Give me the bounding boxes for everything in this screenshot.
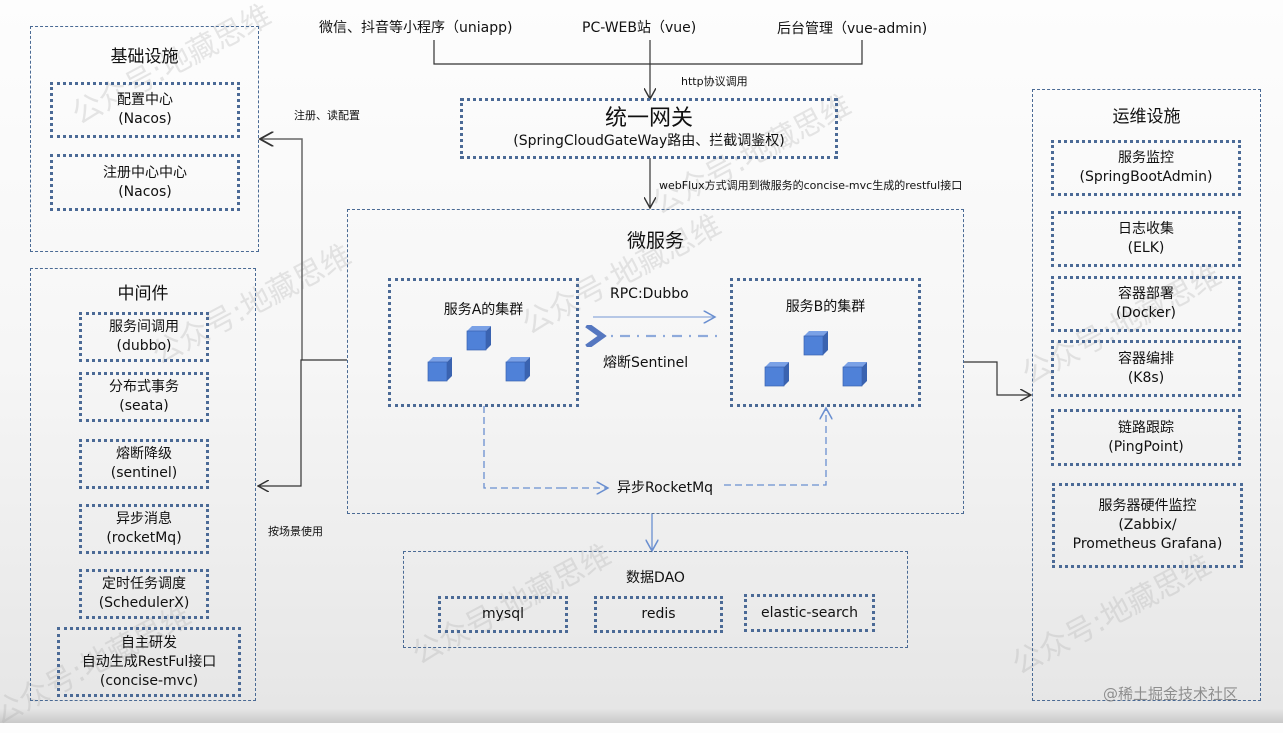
infrastructure-group: 基础设施 配置中心 (Nacos) 注册中心中心 (Nacos) <box>30 26 259 252</box>
server-cube-icon <box>427 357 452 382</box>
item-line: 自主研发 <box>121 634 177 651</box>
item-line: Prometheus Grafana) <box>1072 536 1223 552</box>
webflux-label: webFlux方式调用到微服务的concise-mvc生成的restful接口 <box>659 179 963 192</box>
server-cube-icon <box>803 331 828 356</box>
item-line: elastic-search <box>760 604 858 621</box>
footer-credit: @稀土掘金技术社区 <box>1103 685 1239 703</box>
middleware-item-schedulerx: 定时任务调度 (SchedulerX) <box>79 569 209 619</box>
item-line: 服务监控 <box>1118 150 1174 166</box>
item-line: (seata) <box>119 398 169 414</box>
rpc-label: RPC:Dubbo <box>610 286 689 302</box>
gateway-box: 统一网关 (SpringCloudGateWay路由、拦截调鉴权) <box>460 98 838 159</box>
item-line: (concise-mvc) <box>99 672 199 689</box>
micro-to-middleware-arrow <box>258 359 347 486</box>
client-admin: 后台管理（vue-admin) <box>777 21 928 37</box>
micro-to-ops-arrow <box>964 361 1031 395</box>
cluster-b-box: 服务B的集群 <box>730 278 921 407</box>
infrastructure-title: 基础设施 <box>110 47 179 67</box>
item-line: (sentinel) <box>110 465 178 481</box>
item-line: 分布式事务 <box>109 379 179 395</box>
mq-arrow-left <box>483 406 560 489</box>
ops-item-docker: 容器部署 (Docker) <box>1051 276 1241 332</box>
server-cube-icon <box>505 357 530 382</box>
server-cube-icon <box>466 326 491 351</box>
middleware-item-rocketmq: 异步消息 (rocketMq) <box>79 504 209 554</box>
item-line: (SchedulerX) <box>98 595 190 611</box>
cluster-b-title: 服务B的集群 <box>785 299 866 315</box>
ops-item-elk: 日志收集 (ELK) <box>1051 211 1241 267</box>
dao-item-redis: redis <box>594 596 723 633</box>
item-line: 服务间调用 <box>109 319 179 335</box>
item-line: (Nacos) <box>118 111 172 127</box>
item-line: 服务器硬件监控 <box>1098 498 1197 514</box>
item-line: 容器编排 <box>1118 350 1174 367</box>
middleware-item-dubbo: 服务间调用 (dubbo) <box>79 312 209 362</box>
infra-item-config-center: 配置中心 (Nacos) <box>50 82 240 138</box>
middleware-item-concise-mvc: 自主研发 自动生成RestFul接口 (concise-mvc) <box>57 627 241 697</box>
client-pc-web: PC-WEB站（vue) <box>582 20 697 36</box>
ops-item-springbootadmin: 服务监控 (SpringBootAdmin) <box>1051 140 1241 196</box>
middleware-item-sentinel: 熔断降级 (sentinel) <box>79 439 209 489</box>
item-line: mysql <box>482 606 524 622</box>
ops-item-hardware-monitor: 服务器硬件监控 (Zabbix/ Prometheus Grafana) <box>1052 483 1243 568</box>
item-line: 自动生成RestFul接口 <box>81 653 217 670</box>
gateway-title: 统一网关 <box>604 106 693 131</box>
server-cube-icon <box>764 362 789 387</box>
item-line: 熔断降级 <box>116 446 172 462</box>
micro-to-infra-arrow <box>260 139 303 360</box>
item-line: (SpringBootAdmin) <box>1079 169 1213 185</box>
item-line: (Docker) <box>1116 305 1176 321</box>
scenario-label: 按场景使用 <box>268 525 323 538</box>
item-line: (PingPoint) <box>1108 438 1184 455</box>
middleware-group: 中间件 服务间调用 (dubbo) 分布式事务 (seata) 熔断降级 (se… <box>30 268 256 701</box>
item-line: 注册中心中心 <box>103 164 187 181</box>
item-line: (Zabbix/ <box>1118 517 1177 533</box>
item-line: (K8s) <box>1127 369 1165 386</box>
item-line: redis <box>641 606 676 622</box>
ops-title: 运维设施 <box>1112 107 1181 127</box>
mq-label: 异步RocketMq <box>617 480 714 496</box>
sentinel-label: 熔断Sentinel <box>603 355 689 371</box>
item-line: (rocketMq) <box>106 530 182 546</box>
item-line: 日志收集 <box>1118 221 1174 237</box>
register-label: 注册、读配置 <box>294 109 360 122</box>
item-line: 定时任务调度 <box>102 576 186 592</box>
item-line: 异步消息 <box>116 511 172 527</box>
dao-item-mysql: mysql <box>438 596 568 633</box>
item-line: 容器部署 <box>1118 286 1174 302</box>
item-line: 链路跟踪 <box>1118 419 1174 436</box>
infra-item-registry: 注册中心中心 (Nacos) <box>50 154 240 211</box>
dao-item-elastic-search: elastic-search <box>744 594 875 632</box>
data-dao-title: 数据DAO <box>626 570 685 586</box>
item-line: (ELK) <box>1127 240 1165 256</box>
cluster-a-box: 服务A的集群 <box>388 278 579 407</box>
middleware-item-seata: 分布式事务 (seata) <box>79 372 209 422</box>
ops-item-k8s: 容器编排 (K8s) <box>1051 340 1241 397</box>
mq-arrow-right <box>724 408 826 486</box>
gateway-subtitle: (SpringCloudGateWay路由、拦截调鉴权) <box>513 133 785 149</box>
ops-item-pingpoint: 链路跟踪 (PingPoint) <box>1051 409 1241 466</box>
clients-bracket <box>433 40 863 65</box>
cluster-a-title: 服务A的集群 <box>443 302 524 318</box>
http-label: http协议调用 <box>681 75 748 88</box>
microservices-title: 微服务 <box>626 230 684 252</box>
item-line: (Nacos) <box>118 183 172 200</box>
server-cube-icon <box>842 362 867 387</box>
item-line: 配置中心 <box>117 92 173 108</box>
microservices-group: 微服务 <box>347 209 964 514</box>
item-line: (dubbo) <box>116 338 172 354</box>
ops-group: 运维设施 服务监控 (SpringBootAdmin) 日志收集 (ELK) 容… <box>1032 89 1261 701</box>
client-miniprogram: 微信、抖音等小程序（uniapp) <box>319 20 513 36</box>
data-dao-group: 数据DAO <box>403 551 908 648</box>
middleware-title: 中间件 <box>117 284 169 304</box>
